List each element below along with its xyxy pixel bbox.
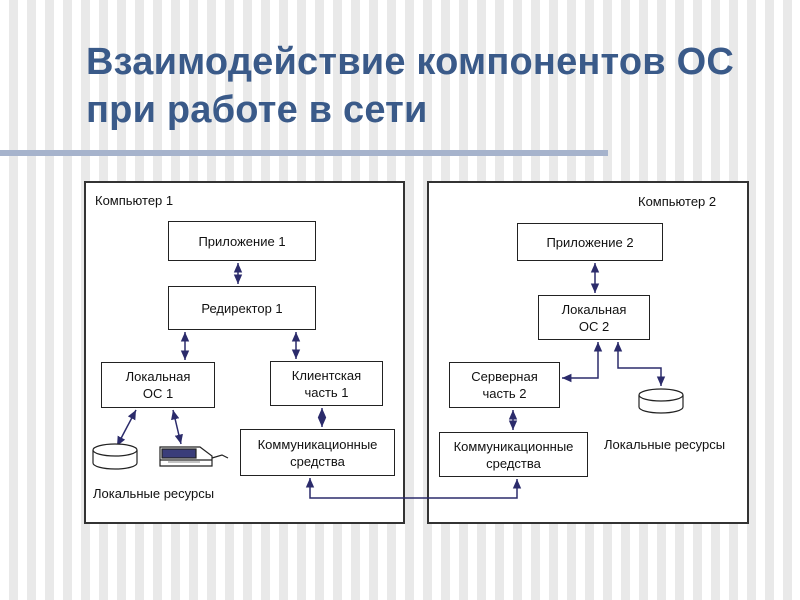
title-underline <box>0 150 608 156</box>
application-1-text: Приложение 1 <box>198 233 286 249</box>
redirector-1-box: Редиректор 1 <box>168 286 316 330</box>
local-os-2-text: Локальная ОС 2 <box>561 301 627 334</box>
local-os-1-box: Локальная ОС 1 <box>101 362 215 408</box>
local-resources-1-label: Локальные ресурсы <box>93 486 215 501</box>
application-2-text: Приложение 2 <box>546 234 634 250</box>
application-1-box: Приложение 1 <box>168 221 316 261</box>
local-resources-2-label: Локальные ресурсы <box>604 437 726 452</box>
slide-title: Взаимодействие компонентов ОС при работе… <box>86 38 786 134</box>
title-line-2: при работе в сети <box>86 89 428 131</box>
local-os-1-text: Локальная ОС 1 <box>125 369 191 401</box>
comm-1-text: Коммуникационные средства <box>257 436 378 469</box>
application-2-box: Приложение 2 <box>517 223 663 261</box>
server-part-2-text: Серверная часть 2 <box>471 369 538 401</box>
comm-2-box: Коммуникационные средства <box>439 432 588 477</box>
comm-1-box: Коммуникационные средства <box>240 429 395 476</box>
redirector-1-text: Редиректор 1 <box>201 300 283 316</box>
title-line-1: Взаимодействие компонентов ОС <box>86 41 734 83</box>
local-os-2-box: Локальная ОС 2 <box>538 295 650 340</box>
server-part-2-box: Серверная часть 2 <box>449 362 560 408</box>
client-part-1-box: Клиентская часть 1 <box>270 361 383 406</box>
comm-2-text: Коммуникационные средства <box>453 438 574 471</box>
computer-1-label: Компьютер 1 <box>95 193 174 208</box>
client-part-1-text: Клиентская часть 1 <box>291 367 362 400</box>
computer-2-label: Компьютер 2 <box>638 194 717 209</box>
